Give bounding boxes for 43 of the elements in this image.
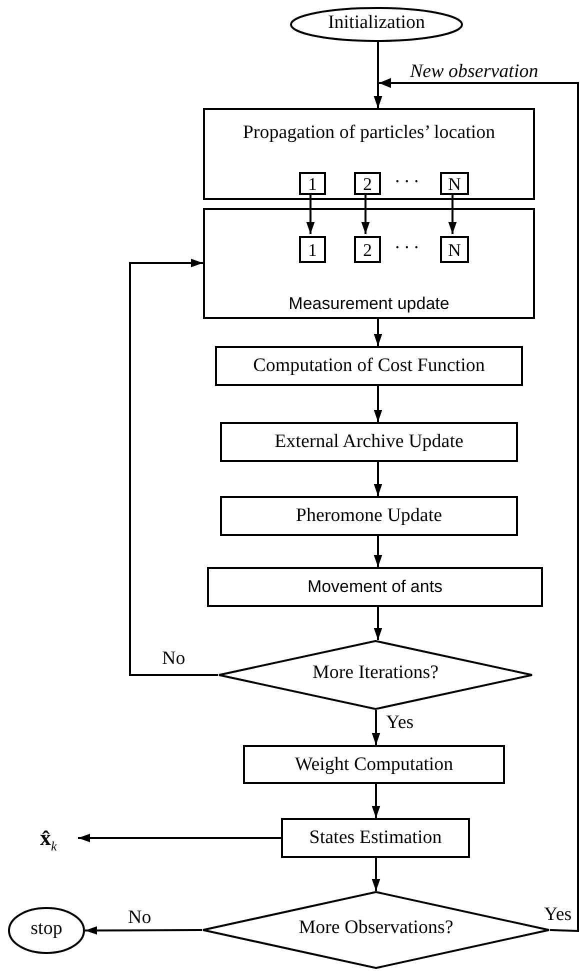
particle-index: 2 — [362, 172, 373, 194]
process-box — [203, 108, 535, 200]
output-symbol: x̂$_{k}$ — [40, 824, 78, 852]
process-box — [203, 208, 535, 319]
ellipsis: . . . — [395, 232, 419, 254]
process-box — [215, 346, 523, 386]
step-label: Initialization — [326, 12, 426, 34]
process-box — [220, 422, 518, 462]
edge-label: Yes — [386, 712, 414, 734]
terminal-ellipse — [8, 907, 85, 954]
particle-box — [354, 236, 381, 263]
process-box — [220, 496, 518, 536]
particle-index: 1 — [307, 238, 318, 260]
particle-index: N — [447, 238, 462, 260]
process-box — [281, 818, 470, 858]
step-label: Pheromone Update — [294, 505, 444, 527]
decision-diamond — [218, 640, 533, 710]
ellipsis: . . . — [395, 166, 419, 188]
particle-index: 1 — [307, 172, 318, 194]
step-label: More Iterations? — [311, 662, 440, 684]
particle-box — [440, 172, 469, 195]
step-label: External Archive Update — [274, 431, 464, 453]
particle-index: 2 — [362, 238, 373, 260]
step-label: Movement of ants — [306, 576, 444, 598]
edge-label: Yes — [544, 904, 572, 926]
step-label: Weight Computation — [294, 754, 454, 776]
step-label: States Estimation — [308, 827, 443, 849]
step-label: Propagation of particles’ location — [242, 122, 496, 144]
step-label: More Observations? — [298, 917, 454, 939]
particle-box — [354, 172, 381, 195]
terminal-ellipse — [290, 7, 463, 42]
step-label: Computation of Cost Function — [252, 355, 486, 377]
particle-box — [440, 236, 469, 263]
particle-box — [299, 172, 326, 195]
edge-label: No — [162, 648, 186, 670]
edge-label: No — [128, 907, 152, 929]
step-label: stop — [30, 918, 64, 940]
step-label: Measurement update — [288, 293, 450, 315]
particle-box — [299, 236, 326, 263]
process-box — [207, 567, 543, 607]
annotation-text: New observation — [410, 61, 538, 83]
process-box — [243, 745, 505, 784]
particle-index: N — [447, 172, 462, 194]
